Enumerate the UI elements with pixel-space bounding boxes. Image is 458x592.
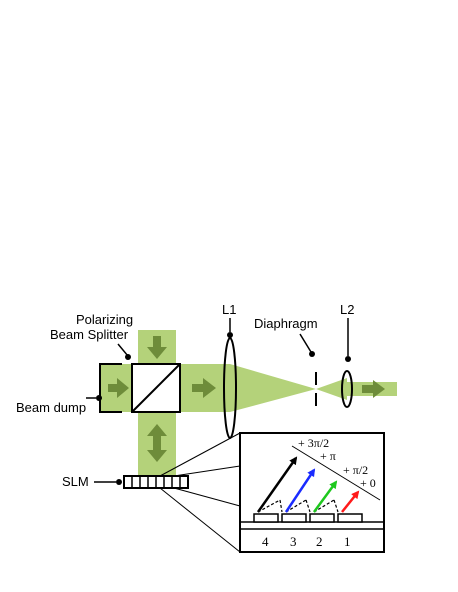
phase-reference-line (291, 445, 381, 501)
diaphragm-leader-line (299, 333, 312, 353)
arrow-right-icon (192, 378, 216, 398)
pixel-number-3: 3 (290, 534, 297, 549)
arrow-down-icon (147, 336, 167, 359)
pbs-label-line2: Beam Splitter (50, 327, 129, 342)
phase-label-pi-2: + π/2 (343, 463, 368, 477)
pixel-number-4: 4 (262, 534, 269, 549)
slm-device (123, 475, 189, 489)
diaphragm-leader-dot (309, 351, 315, 357)
beam-dump (99, 363, 122, 413)
phase-label-3pi-2: + 3π/2 (298, 436, 329, 450)
pbs-leader-line (117, 343, 129, 357)
beam-focusing-cone (230, 364, 316, 412)
phase-guide-lines (257, 499, 339, 513)
phase-vector-4 (256, 456, 298, 513)
slm-leader-dot (116, 479, 122, 485)
slm-pixel-4 (253, 513, 279, 523)
arrow-double-vertical-icon (147, 424, 167, 462)
arrow-right-icon (362, 380, 385, 398)
diaphragm-label: Diaphragm (254, 316, 318, 331)
phase-inset: + 3π/2 + π + π/2 + 0 4 3 2 1 (239, 432, 385, 553)
slm-pixel-3 (281, 513, 307, 523)
lens-l2 (341, 370, 353, 408)
phase-label-0: + 0 (360, 476, 376, 490)
slm-pixel-2 (309, 513, 335, 523)
pixel-number-1: 1 (344, 534, 351, 549)
l2-leader-dot (345, 356, 351, 362)
phase-vector-2 (312, 480, 338, 513)
polarizing-beam-splitter (131, 363, 181, 413)
beam-direction-arrows (108, 336, 385, 462)
beam-dump-label: Beam dump (16, 400, 86, 415)
slm-label: SLM (62, 474, 89, 489)
phase-label-pi: + π (320, 449, 336, 463)
pbs-leader-dot (125, 354, 131, 360)
beam-diverging-cone (316, 378, 347, 400)
pixel-number-2: 2 (316, 534, 323, 549)
l1-leader-dot (227, 332, 233, 338)
zoom-lines (159, 432, 241, 553)
pbs-label-line1: Polarizing (76, 312, 133, 327)
l1-label: L1 (222, 302, 236, 317)
l2-label: L2 (340, 302, 354, 317)
phase-vector-3 (284, 468, 316, 513)
slm-pixel-1 (337, 513, 363, 523)
arrow-right-icon (108, 378, 129, 398)
phase-vector-1 (341, 490, 360, 513)
beam-dump-leader-dot (96, 395, 102, 401)
